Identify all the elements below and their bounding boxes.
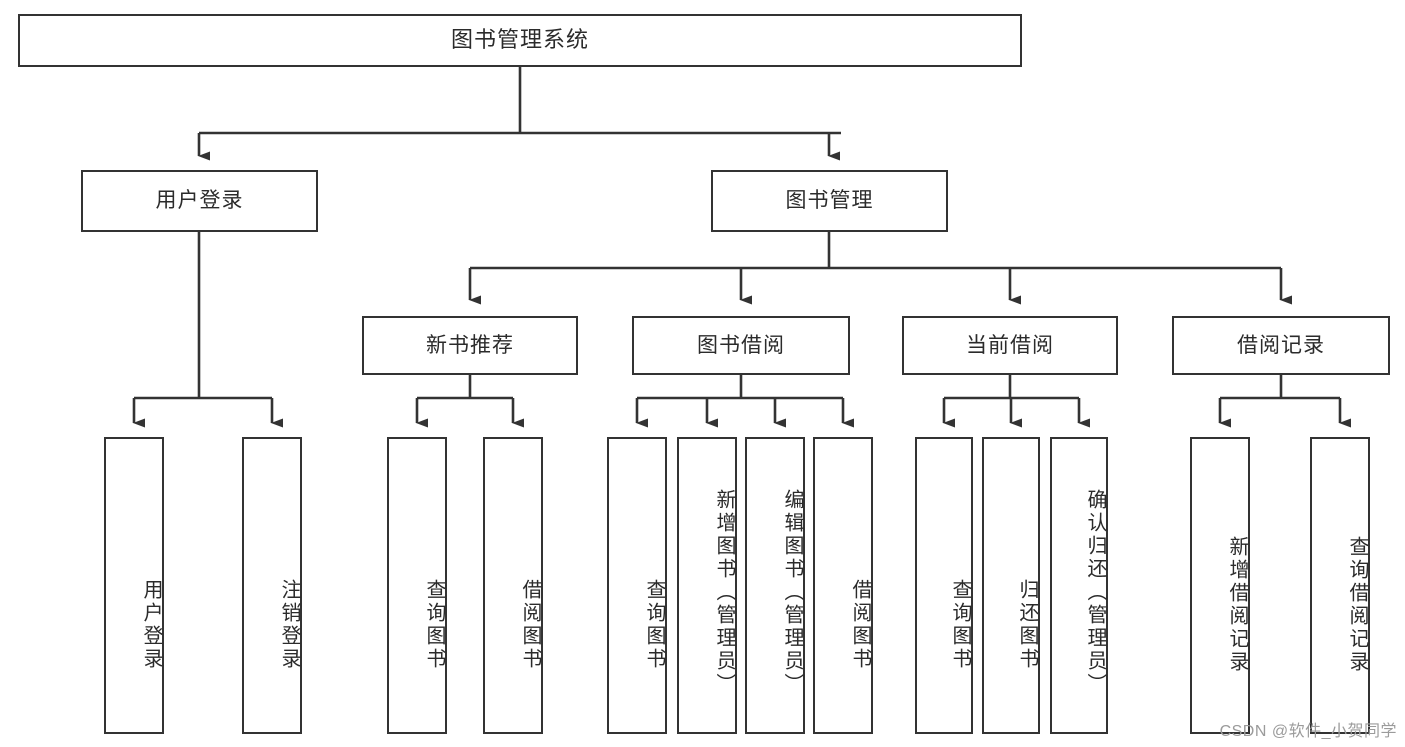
node-user-login[interactable]: 用户登录 — [81, 170, 318, 232]
watermark-csdn: CSDN @软件_小贺同学 — [1219, 723, 1397, 740]
node-label: 图书管理 — [785, 189, 874, 213]
node-book-management[interactable]: 图书管理 — [711, 170, 948, 232]
node-label: 新书推荐 — [426, 333, 514, 357]
node-label: 借阅图书 — [519, 578, 541, 671]
node-label: 图书借阅 — [697, 333, 785, 357]
node-label: 当前借阅 — [966, 333, 1054, 357]
leaf-current-borrow-query-book[interactable]: 查询图书 — [915, 437, 973, 734]
leaf-user-login-login[interactable]: 用户登录 — [104, 437, 164, 734]
leaf-book-borrow-query-book[interactable]: 查询图书 — [607, 437, 667, 734]
leaf-new-book-query-book[interactable]: 查询图书 — [387, 437, 447, 734]
node-borrow-record[interactable]: 借阅记录 — [1172, 316, 1390, 375]
node-label: 用户登录 — [155, 189, 244, 213]
leaf-user-login-logout[interactable]: 注销登录 — [242, 437, 302, 734]
node-label: 归还图书 — [1016, 578, 1038, 671]
node-label: 确认归还（管理员） — [1084, 489, 1106, 696]
node-root-book-management-system[interactable]: 图书管理系统 — [18, 14, 1022, 67]
node-current-borrow[interactable]: 当前借阅 — [902, 316, 1118, 375]
leaf-borrow-record-query-record[interactable]: 查询借阅记录 — [1310, 437, 1370, 734]
node-label: 新增借阅记录 — [1226, 535, 1248, 674]
node-label: 注销登录 — [278, 578, 300, 671]
node-label: 查询图书 — [949, 578, 971, 671]
node-label: 查询图书 — [643, 578, 665, 671]
node-label: 新增图书（管理员） — [713, 489, 735, 696]
leaf-current-borrow-confirm-return-admin[interactable]: 确认归还（管理员） — [1050, 437, 1108, 734]
leaf-borrow-record-add-record[interactable]: 新增借阅记录 — [1190, 437, 1250, 734]
leaf-book-borrow-add-book-admin[interactable]: 新增图书（管理员） — [677, 437, 737, 734]
node-label: 借阅记录 — [1237, 333, 1325, 357]
leaf-new-book-borrow-book[interactable]: 借阅图书 — [483, 437, 543, 734]
node-book-borrow[interactable]: 图书借阅 — [632, 316, 850, 375]
node-label: 用户登录 — [140, 578, 162, 671]
node-label: 编辑图书（管理员） — [781, 489, 803, 696]
leaf-current-borrow-return-book[interactable]: 归还图书 — [982, 437, 1040, 734]
node-new-book-recommend[interactable]: 新书推荐 — [362, 316, 578, 375]
leaf-book-borrow-borrow-book[interactable]: 借阅图书 — [813, 437, 873, 734]
leaf-book-borrow-edit-book-admin[interactable]: 编辑图书（管理员） — [745, 437, 805, 734]
node-label: 借阅图书 — [849, 578, 871, 671]
node-label: 查询图书 — [423, 578, 445, 671]
node-label: 查询借阅记录 — [1346, 535, 1368, 674]
node-label: 图书管理系统 — [450, 27, 589, 53]
